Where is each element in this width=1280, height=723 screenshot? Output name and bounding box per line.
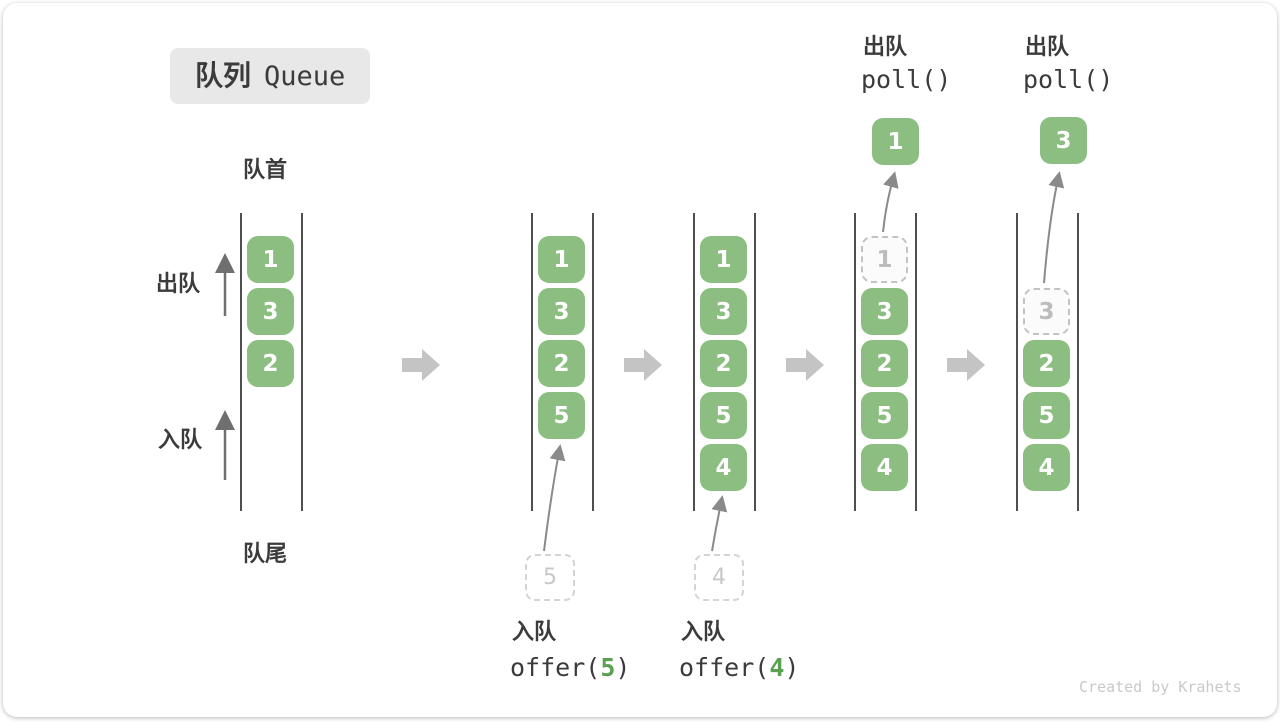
queue-element: 1 [700,236,747,283]
transition-arrow-3 [786,349,824,381]
queue-element: 3 [247,288,294,335]
label-dequeue: 出队 [863,34,908,59]
queue-element: 3 [700,288,747,335]
transition-arrow-1 [402,349,440,381]
arrows-overlay [215,171,1065,552]
enqueue-arrow-state3 [711,495,728,552]
code-offer-before: offer( [510,653,601,682]
code-offer: offer(4) [679,654,799,682]
queue-wall [592,213,594,511]
queue-element: 2 [247,340,294,387]
queue-wall [240,213,242,511]
queue-element-removed: 3 [1023,288,1070,335]
code-poll: poll() [1023,65,1114,94]
queue-element: 2 [538,340,585,387]
dequeue-arrow-state4 [882,171,899,233]
title-box: 队列 Queue [170,48,371,104]
enqueue-arrow-state2 [543,444,566,552]
label-queue-rear: 队尾 [243,541,288,566]
dequeued-element: 1 [872,118,919,165]
queue-element: 4 [861,444,908,491]
code-offer-after: ) [615,653,631,682]
queue-wall [1016,213,1018,511]
code-offer: offer(5) [510,654,630,682]
incoming-element: 4 [694,554,744,601]
code-poll: poll() [861,65,952,94]
transition-arrow-2 [624,349,662,381]
queue-element: 2 [700,340,747,387]
incoming-element: 5 [525,554,575,601]
queue-element: 1 [247,236,294,283]
queue-wall [531,213,533,511]
queue-element: 4 [700,444,747,491]
code-offer-arg: 5 [600,653,616,682]
code-offer-after: ) [784,653,800,682]
title-en: Queue [264,60,346,92]
label-dequeue: 出队 [1025,34,1070,59]
queue-wall [854,213,856,511]
queue-element: 3 [538,288,585,335]
code-offer-before: offer( [679,653,770,682]
label-enqueue: 入队 [512,619,557,644]
queue-element: 2 [1023,340,1070,387]
watermark: Created by Krahets [1079,678,1242,696]
queue-element: 2 [861,340,908,387]
queue-element: 3 [861,288,908,335]
queue-element: 5 [1023,392,1070,439]
queue-element: 5 [538,392,585,439]
queue-wall [693,213,695,511]
label-queue-front: 队首 [243,157,288,182]
queue-element: 4 [1023,444,1070,491]
dequeued-element: 3 [1040,117,1087,164]
transition-arrow-4 [947,349,985,381]
queue-element: 5 [700,392,747,439]
title-zh: 队列 [195,60,252,91]
queue-wall [1077,213,1079,511]
code-offer-arg: 4 [769,653,785,682]
label-enqueue: 入队 [681,619,726,644]
queue-element: 5 [861,392,908,439]
queue-element: 1 [538,236,585,283]
queue-wall [915,213,917,511]
label-enqueue-side: 入队 [158,427,203,452]
queue-wall [754,213,756,511]
dequeue-arrow-state5 [1043,171,1065,284]
queue-wall [301,213,303,511]
queue-element-removed: 1 [861,236,908,283]
label-dequeue-side: 出队 [156,271,201,296]
